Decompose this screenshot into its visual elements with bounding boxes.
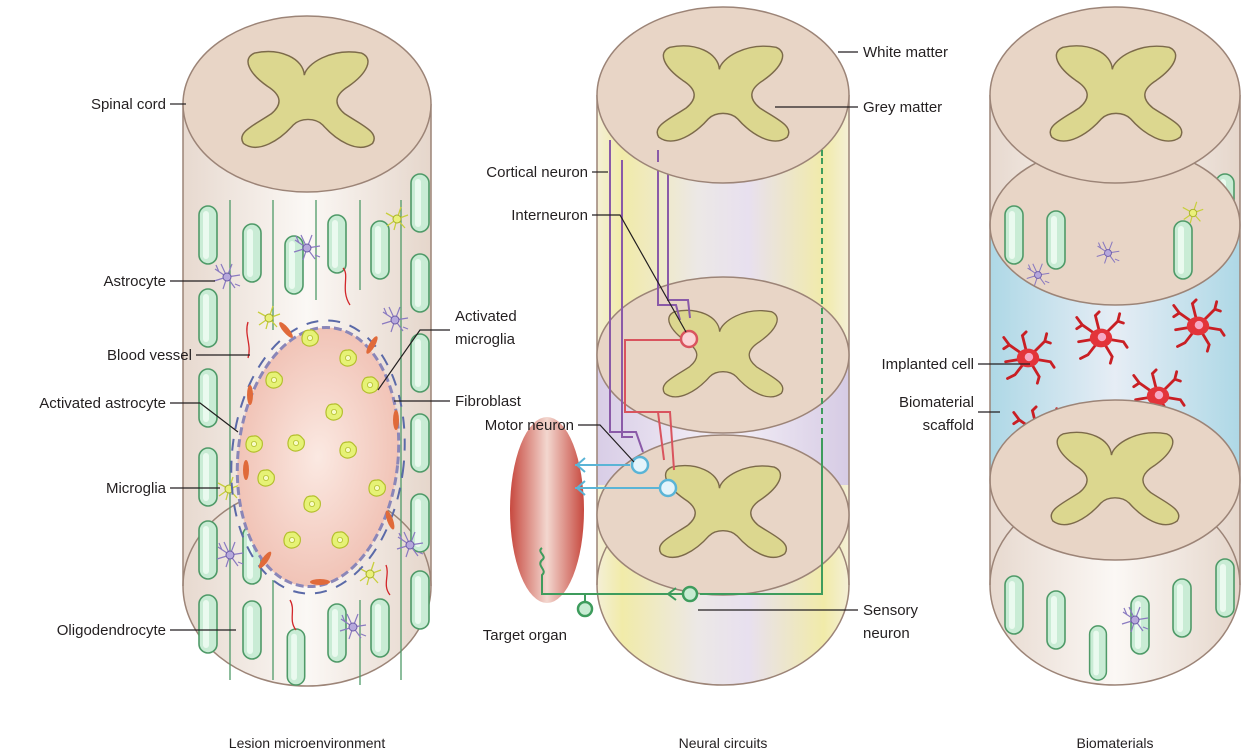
interneuron-cell — [681, 331, 697, 347]
lesion-caption: Lesion microenvironment — [229, 735, 386, 751]
motor-neuron-cell-1 — [632, 457, 648, 473]
spinal-cord-label: Spinal cord — [91, 96, 166, 113]
circuits-panel: White matter Grey matter Cortical neuron… — [483, 7, 948, 751]
activated-microglia-label-line2: microglia — [455, 331, 516, 348]
implanted-cell-label: Implanted cell — [881, 356, 974, 373]
target-organ-muscle — [510, 417, 584, 603]
cortical-neuron-label: Cortical neuron — [486, 164, 588, 181]
sensory-ending-cell — [578, 602, 592, 616]
microglia-label: Microglia — [106, 480, 167, 497]
biomaterial-scaffold-label-line2: scaffold — [923, 417, 974, 434]
biomaterial-scaffold-label-line1: Biomaterial — [899, 394, 974, 411]
sensory-neuron-cell — [683, 587, 697, 601]
blood-vessel-label: Blood vessel — [107, 347, 192, 364]
sensory-neuron-label-line2: neuron — [863, 625, 910, 642]
target-organ-label: Target organ — [483, 627, 567, 644]
activated-astrocyte-label: Activated astrocyte — [39, 395, 166, 412]
motor-neuron-cell-2 — [660, 480, 676, 496]
white-matter-label: White matter — [863, 44, 948, 61]
oligodendrocyte-label: Oligodendrocyte — [57, 622, 166, 639]
activated-microglia-label-line1: Activated — [455, 308, 517, 325]
interneuron-label: Interneuron — [511, 207, 588, 224]
sensory-neuron-label-line1: Sensory — [863, 602, 919, 619]
biomaterials-panel: Implanted cell Biomaterial scaffold Biom… — [881, 7, 1240, 751]
lesion-panel: Spinal cord Astrocyte Blood vessel Activ… — [39, 16, 521, 751]
astrocyte-label: Astrocyte — [103, 273, 166, 290]
fibroblast-label: Fibroblast — [455, 393, 522, 410]
motor-neuron-label: Motor neuron — [485, 417, 574, 434]
grey-matter-label: Grey matter — [863, 99, 942, 116]
circuits-caption: Neural circuits — [679, 735, 768, 751]
biomaterials-caption: Biomaterials — [1076, 735, 1153, 751]
